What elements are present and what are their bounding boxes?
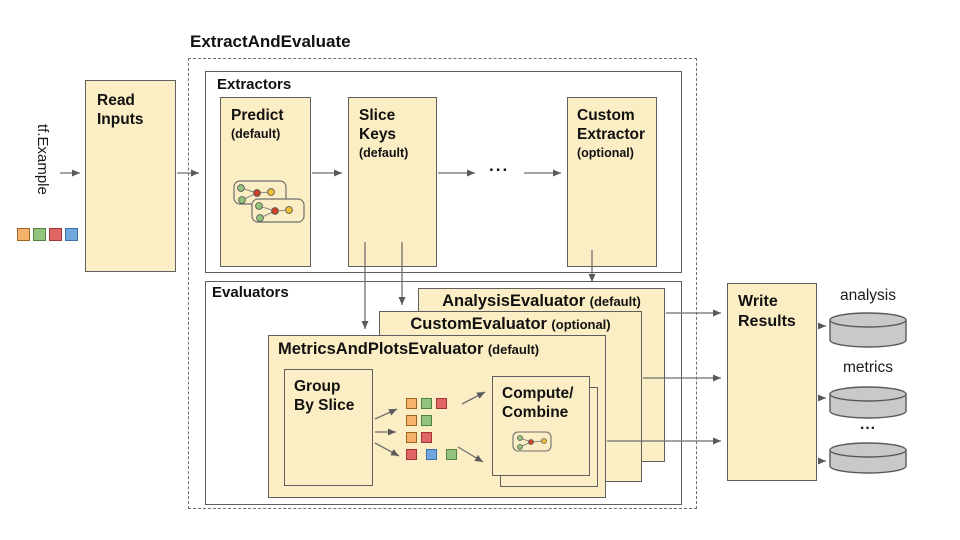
group-by-slice-line2: By Slice [294,396,355,414]
custom-extractor-title-line1: Custom [577,107,635,124]
extractors-frame [205,71,682,273]
metrics-database-cylinder [829,386,907,419]
custom-evaluator-title: CustomEvaluator [410,315,547,333]
data-square-orange [406,432,417,443]
write-results-line1: Write [738,293,778,310]
compute-combine-line2: Combine [502,403,569,421]
data-square-blue [65,228,78,241]
slice-keys-qualifier: (default) [359,145,409,160]
custom-extractor-title-line2: Extractor [577,125,646,143]
evaluators-frame [205,281,682,505]
write-results-box: Write Results [727,283,817,481]
sliced-data-row [406,432,457,443]
analysis-output-label: analysis [840,287,896,304]
data-square-orange [406,398,417,409]
custom-extractor-box: Custom Extractor (optional) [567,97,657,267]
compute-combine-box: Compute/ Combine [492,376,590,476]
compute-combine-line1: Compute/ [502,385,574,402]
metrics-evaluator-title: MetricsAndPlotsEvaluator [278,340,484,358]
more-outputs-label: ... [860,416,876,433]
read-inputs-box: Read Inputs [85,80,176,272]
custom-evaluator-qualifier: (optional) [551,317,611,332]
slice-keys-title-line2: Keys [359,125,397,143]
read-inputs-title-line1: Read [97,92,135,109]
tf-example-label: tf.Example [34,124,51,195]
predict-qualifier: (default) [231,126,281,141]
sliced-data-squares [406,398,457,466]
group-by-slice-line1: Group [294,378,341,395]
extractors-ellipsis: ... [489,156,510,175]
data-square-red [49,228,62,241]
metrics-evaluator-qualifier: (default) [487,342,540,357]
predict-extractor-box: Predict (default) [220,97,311,267]
sliced-data-row [406,415,457,426]
data-square-orange [17,228,30,241]
extract-and-evaluate-dashed-frame [188,58,697,509]
data-square-green [33,228,46,241]
more-database-cylinder [829,442,907,474]
data-square-orange [406,415,417,426]
data-square-green [421,415,432,426]
analysis-evaluator-qualifier: (default) [589,294,641,309]
data-square-green [421,398,432,409]
analysis-evaluator-title: AnalysisEvaluator [442,292,586,310]
metrics-output-label: metrics [843,359,893,376]
extractors-label: Extractors [217,76,292,93]
analysis-database-cylinder [829,312,907,348]
sliced-data-row [406,449,457,460]
read-inputs-title-line2: Inputs [97,110,144,128]
data-square-green [446,449,457,460]
write-results-line2: Results [738,312,796,330]
slice-keys-title-line1: Slice [359,107,396,124]
data-square-red [421,432,432,443]
evaluators-label: Evaluators [212,284,289,301]
sliced-data-row [406,398,457,409]
slice-keys-extractor-box: Slice Keys (default) [348,97,437,267]
group-by-slice-box: Group By Slice [284,369,373,486]
data-square-red [406,449,417,460]
data-square-red [436,398,447,409]
diagram-title: ExtractAndEvaluate [190,32,351,51]
tf-example-squares [17,228,78,241]
data-square-blue [426,449,437,460]
predict-title: Predict [231,107,284,124]
custom-extractor-qualifier: (optional) [577,145,634,160]
